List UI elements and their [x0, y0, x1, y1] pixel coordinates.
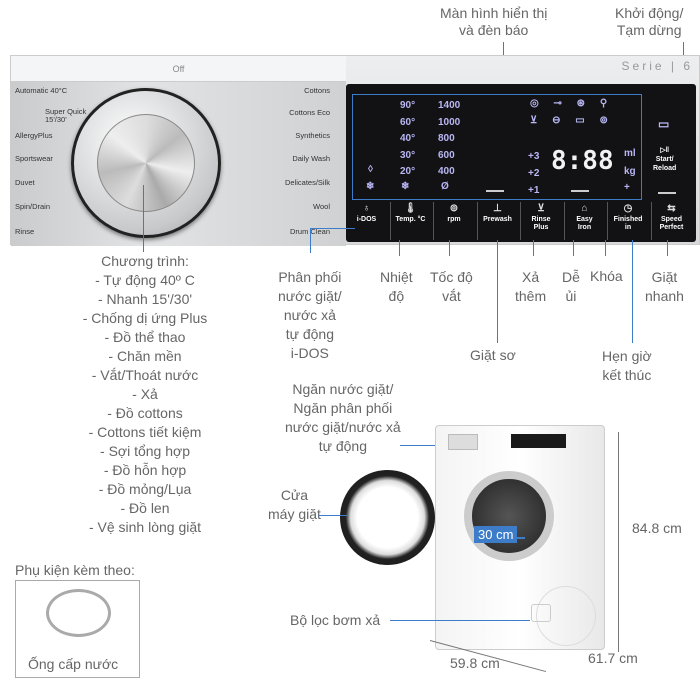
spin-icon: ⊚ [449, 203, 459, 214]
detergent-icon: ▭ [658, 117, 670, 131]
start-label: Khởi động/ Tạm dừng [615, 5, 684, 38]
program-allergyplus: AllergyPlus [15, 131, 53, 140]
program-sportswear: Sportswear [15, 154, 53, 163]
program-dial[interactable] [71, 88, 221, 238]
program-delicates: Delicates/Silk [284, 178, 330, 187]
program-callout-item: - Vắt/Thoát nước [91, 367, 199, 383]
program-wool: Wool [313, 202, 330, 211]
program-rinse: Rinse [15, 227, 35, 236]
rinse-icon: ⊻ [537, 203, 545, 214]
speed-callout: Giặt nhanh [645, 269, 684, 304]
program-callout-item: - Nhanh 15'/30' [97, 291, 193, 307]
control-panel: Off Serie | 6 Automatic 40°C Super Quick… [10, 55, 700, 246]
iron-icon: ⌂ [581, 203, 588, 214]
off-label: Off [11, 56, 346, 82]
width-dimension: 59.8 cm [450, 655, 500, 671]
drawer-callout: Ngăn nước giặt/ Ngăn phân phối nước giặt… [285, 381, 401, 454]
program-automatic: Automatic 40°C [15, 86, 68, 95]
program-callout-item: - Đồ thể thao [104, 329, 186, 345]
program-callout-item: - Sợi tổng hợp [100, 443, 190, 459]
rinse-callout: Xả thêm [515, 269, 547, 304]
program-spin-drain: Spin/Drain [15, 202, 51, 211]
iron-callout: Dễ ủi [562, 269, 580, 304]
snowflake-icon: ❄ [366, 181, 375, 192]
serie-logo: Serie | 6 [621, 59, 693, 73]
drum-size: 30 cm [474, 526, 518, 543]
hose-icon [46, 589, 111, 637]
drop-icon: ◊ [368, 164, 373, 175]
display-label: Màn hình hiển thị và đèn báo [440, 5, 548, 38]
button-easy-iron[interactable]: ⌂Easy Iron [563, 202, 605, 240]
button-rpm[interactable]: ⊚rpm [433, 202, 474, 240]
button-i-dos[interactable]: ♁i-DOS [346, 202, 387, 240]
drum [464, 471, 554, 561]
program-cottons-eco: Cottons Eco [289, 108, 330, 117]
program-callout-item: - Đồ mỏng/Lụa [98, 481, 192, 497]
drop-icon: ♁ [362, 203, 371, 214]
button-speed-perfect[interactable]: ⇆Speed Perfect [650, 202, 692, 240]
unit-ml: ml [624, 148, 636, 159]
program-callout-item: - Đồ len [120, 500, 170, 516]
temp-callout: Nhiệt độ [380, 269, 413, 304]
unit-kg: kg [624, 166, 636, 177]
thermometer-icon: 🌡 [404, 203, 417, 214]
program-duvet: Duvet [15, 178, 35, 187]
prewash-callout: Giặt sơ [470, 347, 516, 363]
detergent-drawer [448, 434, 478, 450]
idos-callout: Phân phối nước giặt/ nước xả tự động i-D… [278, 269, 342, 361]
clock-icon: ◷ [623, 203, 633, 214]
start-reload-button[interactable]: ▷‖Start/ Reload [653, 147, 677, 172]
door-callout: Cửa máy giặt [268, 487, 321, 522]
program-callout-item: - Vệ sinh lòng giặt [88, 519, 202, 535]
programs-callout: Chương trình: - Tự động 40º C- Nhanh 15'… [70, 252, 220, 537]
filter-callout: Bộ lọc bơm xả [290, 612, 381, 628]
program-cottons: Cottons [304, 86, 330, 95]
status-icons: ⊻ ⊖ ▭ ⊚ [530, 115, 614, 126]
accessory-label: Ống cấp nước [28, 656, 119, 672]
program-callout-item: - Xả [132, 386, 158, 402]
height-dimension: 84.8 cm [632, 520, 682, 536]
rpm-values: 1400 1000 800 600 400 [438, 100, 461, 177]
program-callout-item: - Chăn mền [108, 348, 182, 364]
program-drum-clean: Drum Clean [289, 227, 330, 236]
program-callout-item: - Đồ hỗn hợp [103, 462, 187, 478]
program-callout-item: - Chống dị ứng Plus [82, 310, 208, 326]
finish-callout: Hẹn giờ kết thúc [602, 348, 652, 383]
spin-callout: Tốc độ vắt [430, 269, 473, 304]
prewash-icon: ⊥ [493, 203, 502, 214]
plus-icon: + [624, 182, 630, 193]
play-pause-icon: ▷‖ [660, 147, 670, 154]
button-rinse-plus[interactable]: ⊻Rinse Plus [520, 202, 561, 240]
lock-callout: Khóa [590, 268, 623, 284]
time-display: 8:88 [551, 146, 614, 176]
no-spin-icon: Ø [441, 181, 449, 192]
snowflake-icon: ❄ [401, 181, 410, 192]
accessory-title: Phụ kiện kèm theo: [15, 562, 135, 578]
program-callout-item: - Tự động 40º C [95, 272, 195, 288]
status-icons: ◎ ⊸ ⊛ ⚲ [530, 98, 614, 109]
pump-filter [531, 604, 551, 622]
speed-icon: ⇆ [667, 203, 676, 214]
button-finished-in[interactable]: ◷Finished in [607, 202, 648, 240]
program-daily-wash: Daily Wash [292, 154, 330, 163]
accessory-box: Ống cấp nước [15, 580, 140, 678]
program-callout-item: - Đồ cottons [107, 405, 183, 421]
program-super-quick: Super Quick 15'/30' [45, 107, 87, 124]
button-temp-c[interactable]: 🌡Temp. °C [389, 202, 431, 240]
depth-dimension: 61.7 cm [588, 650, 638, 666]
button-prewash[interactable]: ⊥Prewash [476, 202, 518, 240]
machine-door [340, 470, 435, 565]
program-callout-item: - Cottons tiết kiệm [88, 424, 202, 440]
program-synthetics: Synthetics [295, 131, 330, 140]
display-panel: 90° 60° 40° 30° 20° 1400 1000 800 600 40… [346, 84, 696, 242]
plus-values: +3 +2 +1 [528, 151, 540, 196]
temp-values: 90° 60° 40° 30° 20° [400, 100, 416, 177]
